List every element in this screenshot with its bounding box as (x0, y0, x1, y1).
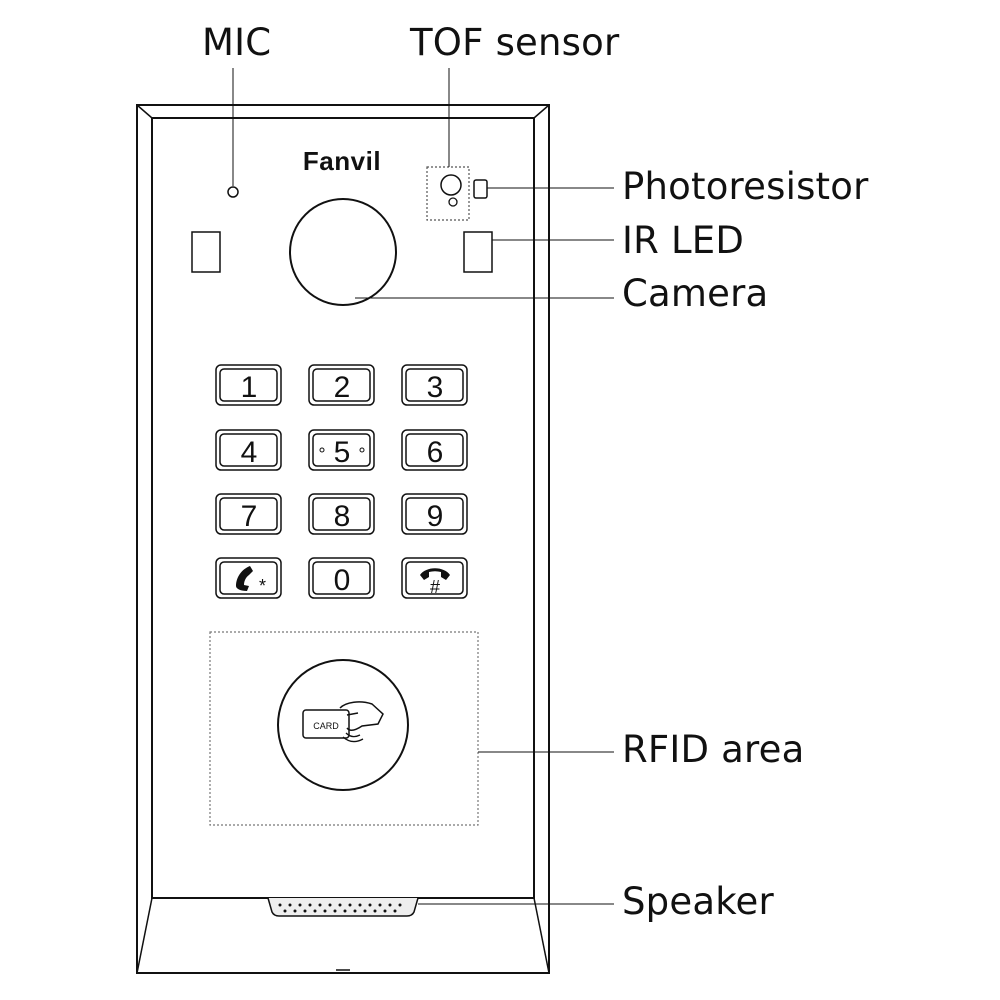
leader-lines (232, 68, 614, 905)
callout-rfid-area: RFID area (622, 728, 805, 771)
device-housing (136, 104, 550, 974)
keypad-key-5[interactable]: 5 (308, 429, 375, 471)
callout-photoresistor: Photoresistor (622, 165, 869, 208)
key-label-7: 7 (241, 500, 258, 533)
key-symbol-hash: # (430, 577, 440, 597)
keypad-key-9[interactable]: 9 (401, 493, 468, 535)
key-symbol-star: * (259, 576, 266, 596)
key-label-5: 5 (334, 436, 351, 469)
keypad-key-call-star[interactable]: * (215, 557, 282, 599)
callout-camera: Camera (622, 272, 769, 315)
callout-tof-sensor: TOF sensor (410, 21, 620, 64)
keypad-key-6[interactable]: 6 (401, 429, 468, 471)
keypad-key-2[interactable]: 2 (308, 364, 375, 406)
key-label-9: 9 (427, 500, 444, 533)
key-label-8: 8 (334, 500, 351, 533)
key-label-0: 0 (334, 564, 351, 597)
tactile-dot-right (359, 447, 365, 453)
speaker-grille (267, 897, 419, 917)
rfid-card-text: CARD (313, 721, 339, 731)
keypad-key-1[interactable]: 1 (215, 364, 282, 406)
ir-led-left (191, 231, 221, 273)
callout-ir-led: IR LED (622, 219, 745, 262)
brand-logo: Fanvil (303, 146, 381, 176)
keypad: 1 2 3 4 5 (215, 364, 468, 599)
tactile-dot-left (319, 447, 325, 453)
ir-led-right (463, 231, 493, 273)
rfid-reader-ring (277, 659, 409, 791)
keypad-key-4[interactable]: 4 (215, 429, 282, 471)
keypad-key-hangup-hash[interactable]: # (401, 557, 468, 599)
camera-lens (289, 198, 397, 306)
keypad-key-3[interactable]: 3 (401, 364, 468, 406)
photoresistor (473, 179, 488, 199)
key-label-4: 4 (241, 436, 258, 469)
mic-hole (227, 186, 239, 198)
callout-speaker: Speaker (622, 880, 774, 923)
key-label-2: 2 (334, 371, 351, 404)
keypad-key-0[interactable]: 0 (308, 557, 375, 599)
rfid-area (209, 631, 479, 826)
phone-handset-icon (236, 566, 253, 591)
keypad-key-8[interactable]: 8 (308, 493, 375, 535)
keypad-key-7[interactable]: 7 (215, 493, 282, 535)
key-label-1: 1 (241, 371, 258, 404)
key-label-3: 3 (427, 371, 444, 404)
callout-mic: MIC (202, 21, 272, 64)
tof-sensor (426, 166, 470, 221)
hand-card-icon: CARD (302, 701, 384, 743)
hangup-handset-icon (420, 568, 450, 580)
key-label-6: 6 (427, 436, 444, 469)
